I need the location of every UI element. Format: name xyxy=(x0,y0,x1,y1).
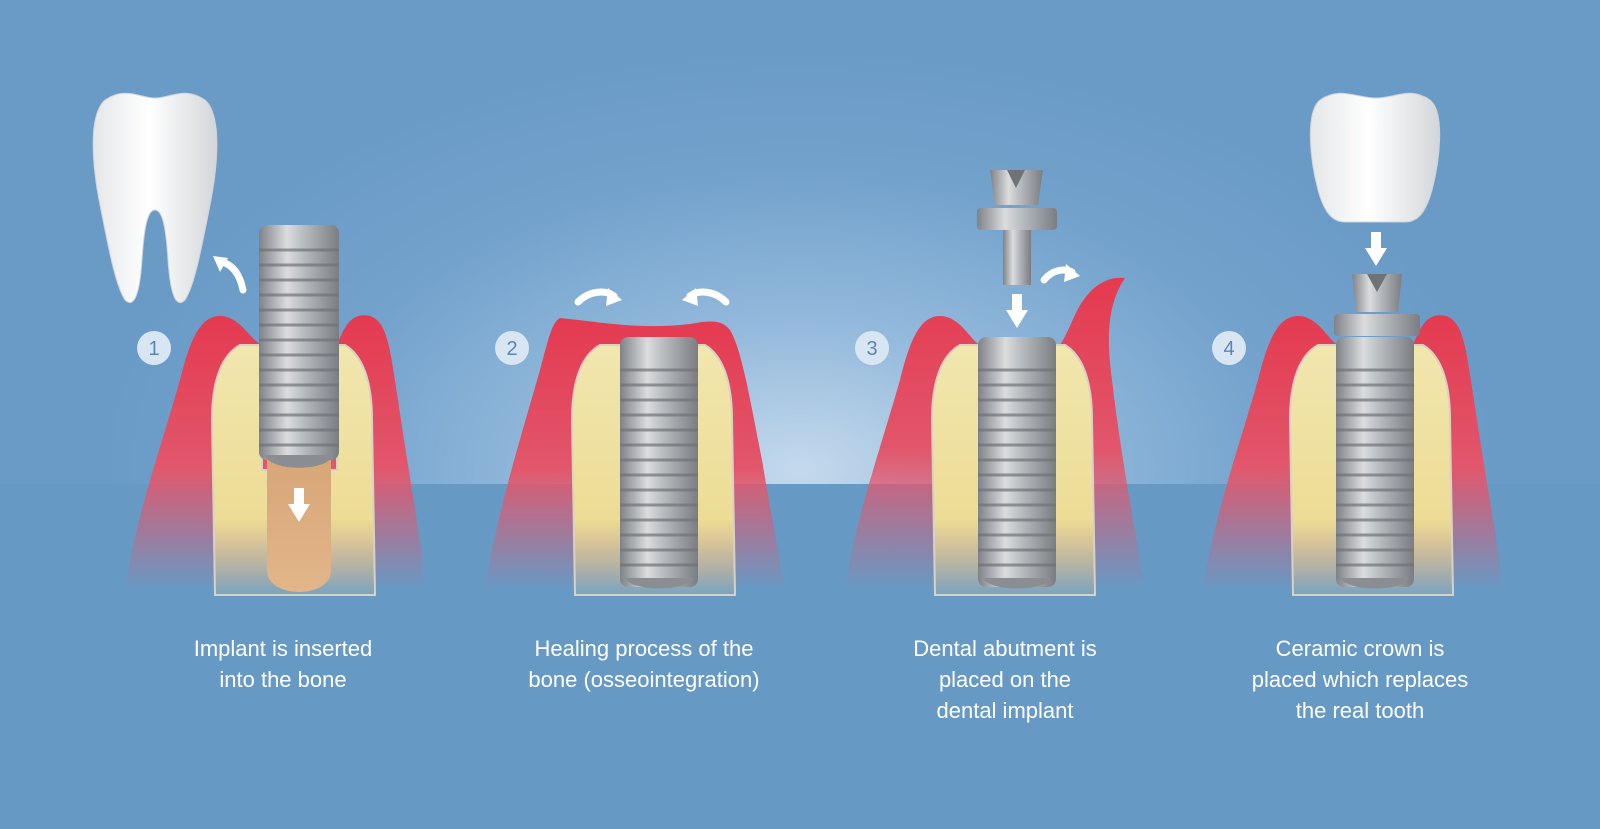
arrow-down-icon xyxy=(1006,294,1028,328)
caption-line: the real tooth xyxy=(1295,698,1425,723)
arrow-curved-right-icon xyxy=(574,288,622,306)
step-number: 2 xyxy=(506,338,517,360)
step-1-illustration: 1 xyxy=(92,92,425,596)
step-number: 1 xyxy=(148,338,159,360)
step-number-badge: 2 xyxy=(495,331,529,365)
caption-line: bone (osseointegration) xyxy=(528,667,760,692)
step-4-illustration: 4 xyxy=(1203,92,1503,596)
arrow-curved-icon xyxy=(213,256,247,294)
step-number-badge: 1 xyxy=(137,331,171,365)
caption-line: placed which replaces xyxy=(1251,667,1469,692)
caption-line: dental implant xyxy=(936,698,1074,723)
step-1-caption: Implant is inserted into the bone xyxy=(133,633,433,695)
caption-line: Implant is inserted xyxy=(193,636,373,661)
arrow-down-icon xyxy=(1365,232,1387,266)
caption-line: into the bone xyxy=(219,667,347,692)
caption-line: Healing process of the xyxy=(534,636,754,661)
abutment-icon xyxy=(977,170,1057,285)
abutment-icon xyxy=(1334,274,1420,336)
implant-screw-icon xyxy=(1336,337,1414,589)
caption-line: Ceramic crown is xyxy=(1275,636,1445,661)
step-3-illustration: 3 xyxy=(845,170,1145,596)
step-number: 3 xyxy=(866,338,877,360)
step-number-badge: 4 xyxy=(1212,331,1246,365)
caption-line: placed on the xyxy=(938,667,1072,692)
step-number: 4 xyxy=(1223,338,1234,360)
step-4-caption: Ceramic crown is placed which replaces t… xyxy=(1210,633,1510,726)
drilled-bone-cavity xyxy=(267,455,331,592)
arrow-curved-icon xyxy=(1040,264,1080,284)
step-2-illustration: 2 xyxy=(485,288,785,596)
arrow-down-icon xyxy=(288,488,310,522)
implant-screw-icon xyxy=(620,337,698,589)
step-2-caption: Healing process of the bone (osseointegr… xyxy=(494,633,794,695)
caption-line: Dental abutment is xyxy=(913,636,1097,661)
implant-screw-icon xyxy=(978,337,1056,589)
implant-screw-icon xyxy=(259,225,339,468)
arrow-curved-left-icon xyxy=(682,288,730,306)
step-number-badge: 3 xyxy=(855,331,889,365)
extracted-tooth-icon xyxy=(92,92,218,303)
step-3-caption: Dental abutment is placed on the dental … xyxy=(855,633,1155,726)
crown-icon xyxy=(1309,92,1441,223)
